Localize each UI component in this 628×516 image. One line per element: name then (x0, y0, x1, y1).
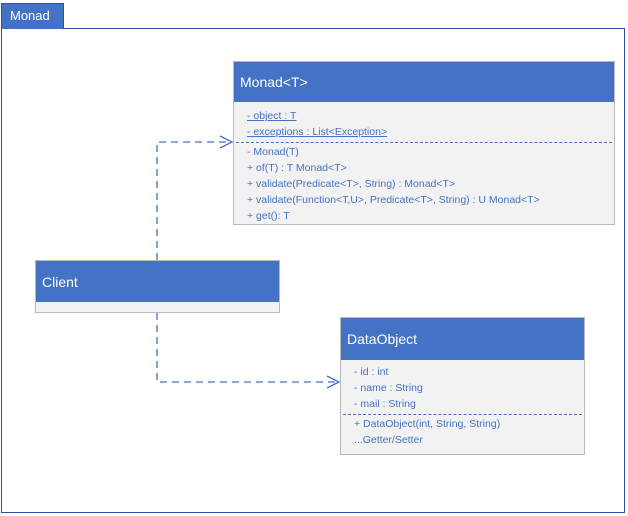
field-name: - name : String (354, 382, 423, 394)
class-monad-separator (236, 142, 612, 143)
arrowhead-dataobject (326, 375, 341, 389)
class-client[interactable]: Client (35, 260, 280, 313)
field-exceptions: - exceptions : List<Exception> (247, 126, 388, 138)
arrow-client-to-monad (156, 141, 228, 260)
class-monad-fields: - object : T - exceptions : List<Excepti… (234, 102, 614, 142)
arrow-client-to-dataobject (156, 313, 336, 383)
method-getter-setter: ...Getter/Setter (354, 434, 423, 446)
field-mail: - mail : String (354, 398, 416, 410)
method-dataobject-constructor: + DataObject(int, String, String) (354, 418, 501, 430)
frame-title: Monad (1, 3, 64, 29)
method-get: + get(): T (247, 210, 290, 222)
class-monad-methods: - Monad(T) + of(T) : T Monad<T> + valida… (234, 143, 614, 227)
method-validate-predicate: + validate(Predicate<T>, String) : Monad… (247, 178, 456, 190)
class-dataobject[interactable]: DataObject - id : int - name : String - … (340, 317, 585, 455)
arrowhead-monad (219, 135, 234, 149)
class-monad-name: Monad<T> (234, 62, 614, 102)
method-validate-function: + validate(Function<T,U>, Predicate<T>, … (247, 194, 540, 206)
class-dataobject-fields: - id : int - name : String - mail : Stri… (341, 360, 584, 414)
method-of: + of(T) : T Monad<T> (247, 162, 347, 174)
class-dataobject-methods: + DataObject(int, String, String) ...Get… (341, 415, 584, 451)
method-constructor: - Monad(T) (247, 146, 299, 158)
diagram-frame (1, 28, 625, 513)
class-monad[interactable]: Monad<T> - object : T - exceptions : Lis… (233, 61, 615, 225)
field-object: - object : T (247, 110, 297, 122)
class-dataobject-name: DataObject (341, 318, 584, 360)
class-dataobject-separator (343, 414, 582, 415)
class-client-name: Client (36, 261, 279, 302)
field-id: - id : int (354, 366, 389, 378)
